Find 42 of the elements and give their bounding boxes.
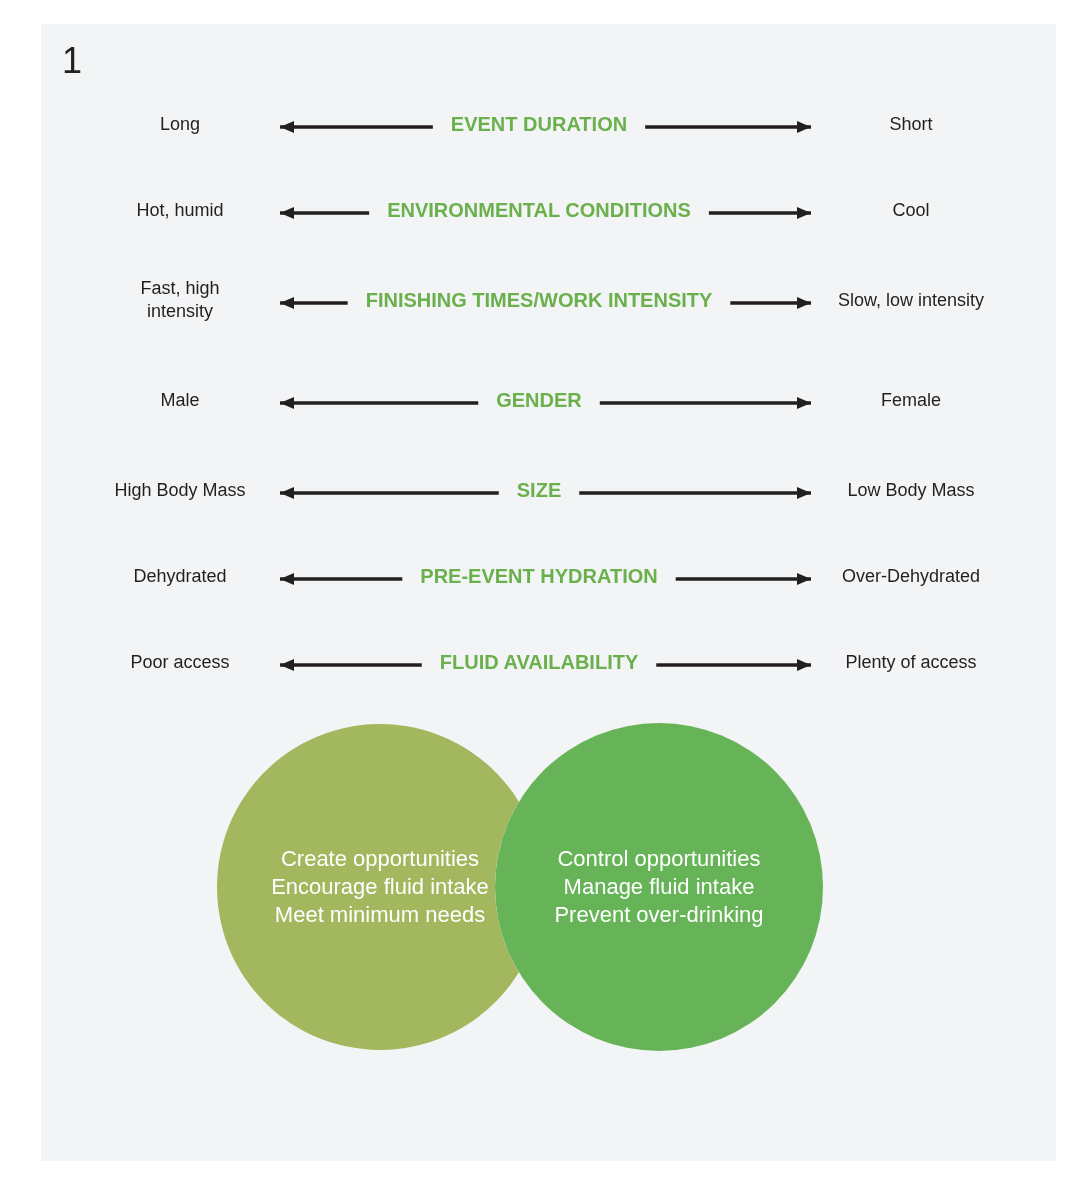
arrow: [730, 297, 811, 309]
arrow: [280, 397, 479, 409]
extreme-label: Poor access: [130, 650, 230, 674]
factor-heading: GENDER: [478, 388, 600, 412]
factor-heading: FLUID AVAILABILITY: [421, 650, 657, 674]
arrow: [656, 659, 811, 671]
extreme-label: Male: [160, 388, 200, 412]
circle-text: Control opportunities: [557, 845, 761, 873]
extreme-label: Low Body Mass: [847, 478, 975, 502]
factor-heading: ENVIRONMENTAL CONDITIONS: [369, 198, 709, 222]
circle-text: Create opportunities: [280, 845, 480, 873]
circle-text: Manage fluid intake: [563, 873, 755, 901]
extreme-label: Long: [159, 112, 200, 136]
arrow: [675, 573, 811, 585]
extreme-label: Over-Dehydrated: [841, 564, 981, 588]
extreme-label: Cool: [892, 198, 930, 222]
circle-text: Meet minimum needs: [274, 901, 486, 929]
factor-heading: SIZE: [498, 478, 580, 502]
circle-text: Prevent over-drinking: [554, 901, 764, 929]
extreme-label: Dehydrated: [133, 564, 227, 588]
arrow: [280, 207, 370, 219]
extreme-label: Plenty of access: [845, 650, 977, 674]
extreme-label: Short: [889, 112, 933, 136]
arrow: [280, 573, 403, 585]
arrow: [708, 207, 811, 219]
arrow: [280, 487, 499, 499]
extreme-label: Slow, low intensity: [837, 288, 985, 312]
factor-heading: EVENT DURATION: [432, 112, 646, 136]
extreme-label: Fast, high intensity: [139, 277, 221, 323]
arrow: [645, 121, 811, 133]
extreme-label: Female: [881, 388, 941, 412]
panel-number: 1: [62, 40, 83, 82]
arrow: [280, 297, 348, 309]
extreme-label: Hot, humid: [136, 198, 224, 222]
factor-heading: FINISHING TIMES/WORK INTENSITY: [347, 288, 731, 312]
extreme-label: High Body Mass: [114, 478, 246, 502]
arrow: [579, 487, 811, 499]
circle-text: Encourage fluid intake: [271, 873, 489, 901]
factor-heading: PRE-EVENT HYDRATION: [402, 564, 676, 588]
arrow: [599, 397, 811, 409]
arrow: [280, 659, 422, 671]
arrow: [280, 121, 433, 133]
